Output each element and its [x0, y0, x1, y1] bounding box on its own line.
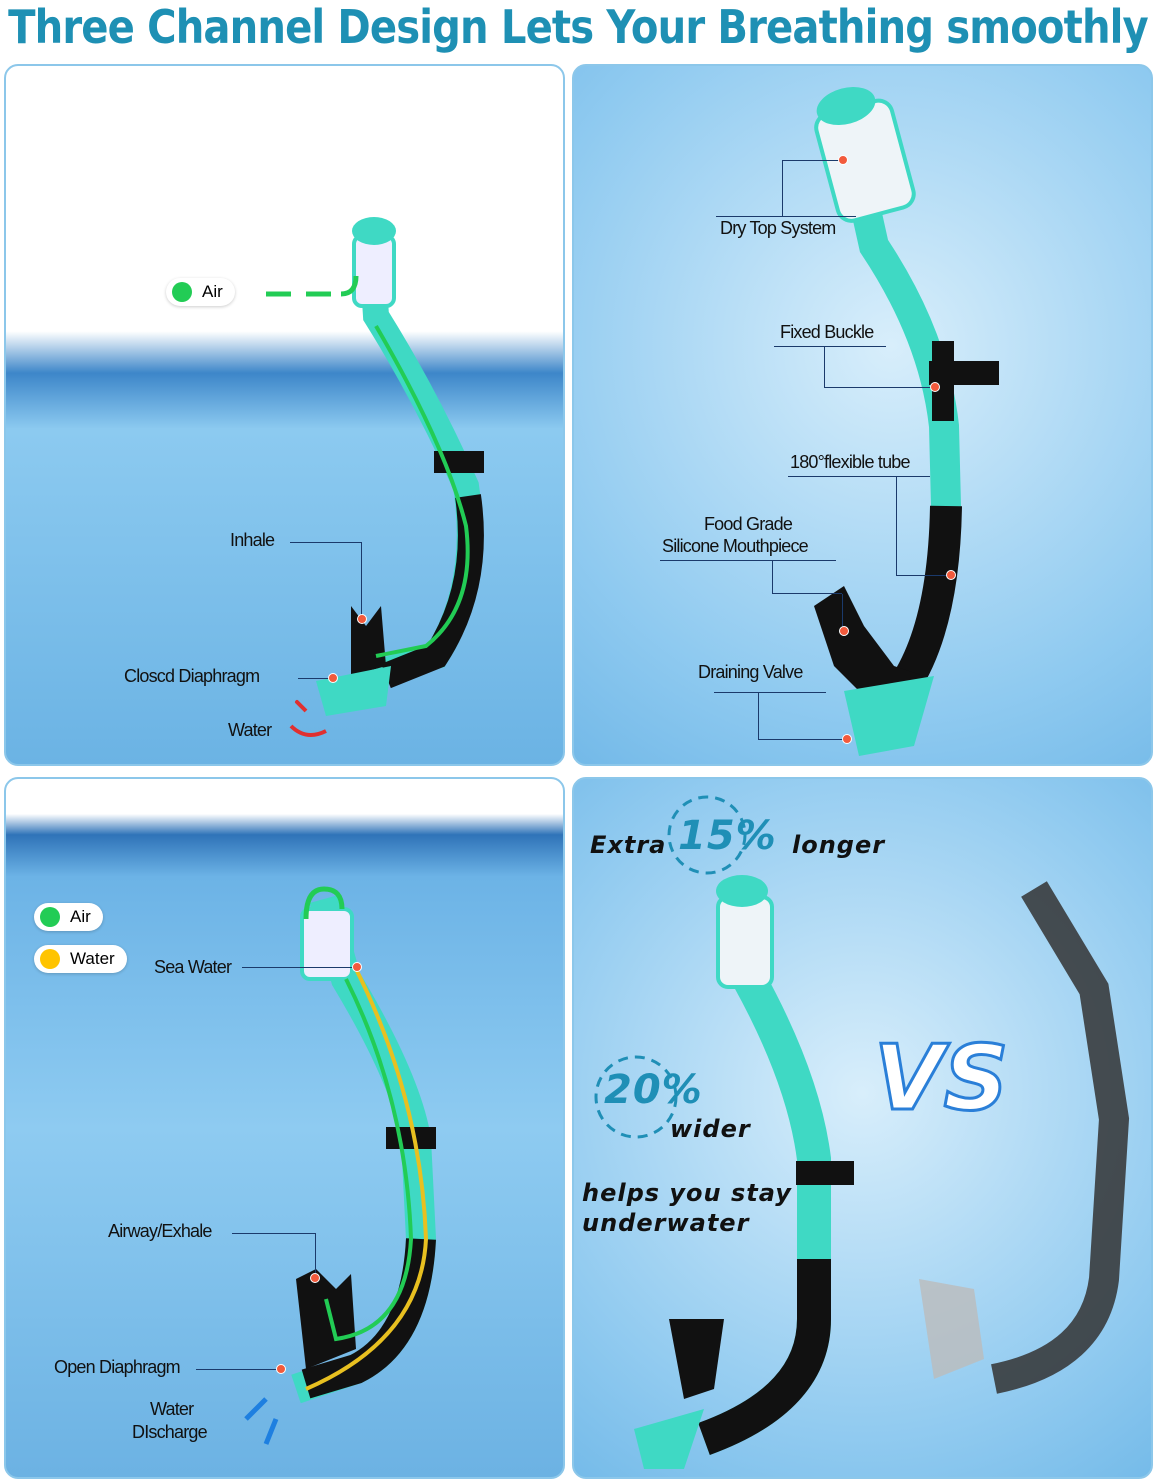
leader-line [842, 594, 843, 630]
label-inhale: Inhale [230, 530, 275, 550]
label-fixed-buckle: Fixed Buckle [780, 322, 874, 342]
label-dry-top: Dry Top System [720, 218, 836, 238]
marker-dot-icon [310, 1273, 320, 1283]
marker-dot-icon [839, 626, 849, 636]
marker-dot-icon [328, 673, 338, 683]
text-stay-1: helps you stay [582, 1179, 792, 1207]
air-dot-icon [172, 282, 192, 302]
snorkel-illustration [244, 886, 437, 1445]
label-mouthpiece-1: Food Grade [703, 514, 793, 534]
marker-dot-icon [357, 614, 367, 624]
leader-line [824, 346, 932, 388]
leader-line [782, 160, 842, 216]
legend-water-label: Water [70, 949, 115, 968]
text-extra: Extra [590, 831, 667, 859]
leader-line [660, 560, 836, 561]
leader-line [758, 692, 844, 740]
label-mouthpiece-2: Silicone Mouthpiece [662, 536, 809, 556]
label-draining-valve: Draining Valve [698, 662, 803, 682]
label-discharge-2: DIscharge [132, 1422, 208, 1442]
label-discharge-1: Water [150, 1399, 194, 1419]
marker-dot-icon [930, 382, 940, 392]
marker-dot-icon [276, 1364, 286, 1374]
text-stay-2: underwater [582, 1209, 750, 1237]
leader-line [896, 476, 948, 576]
leader-line [714, 692, 826, 693]
panel-comparison: VS Extra 15% longer 20% wider helps you … [572, 777, 1153, 1479]
snorkel-illustration [266, 217, 484, 737]
legend-air-label: Air [70, 907, 91, 926]
marker-dot-icon [946, 570, 956, 580]
air-dot-icon [40, 907, 60, 927]
panel-features: Dry Top System Fixed Buckle 180°flexible… [572, 64, 1153, 766]
text-wider-pct: 20% [604, 1067, 703, 1113]
legend-air-label: Air [202, 282, 223, 301]
leader-line [232, 1233, 316, 1273]
text-wider: wider [670, 1115, 751, 1143]
legend-air: Air [166, 278, 235, 306]
panel-open-diaphragm: Air Water Sea Water Airway/Exhale Open D… [4, 777, 565, 1479]
label-closed-diaphragm: Closcd Diaphragm [124, 666, 260, 686]
leader-line [298, 678, 332, 679]
label-sea-water: Sea Water [154, 957, 232, 977]
leader-line [772, 560, 842, 594]
panel-closed-diaphragm: Air Inhale Closcd Diaphragm Water [4, 64, 565, 766]
marker-dot-icon [352, 962, 362, 972]
label-airway: Airway/Exhale [108, 1221, 212, 1241]
legend-water: Water [34, 945, 127, 973]
label-open-diaphragm: Open Diaphragm [54, 1357, 181, 1377]
label-flexible-tube: 180°flexible tube [790, 452, 911, 472]
legend-air: Air [34, 903, 103, 931]
leader-line [196, 1369, 276, 1370]
page-title: Three Channel Design Lets Your Breathing… [8, 0, 1149, 54]
label-water: Water [228, 720, 272, 740]
text-extra-pct: 15% [678, 813, 777, 859]
leader-line [242, 967, 352, 968]
leader-line [774, 346, 886, 347]
leader-line [290, 542, 362, 620]
leader-line [788, 476, 930, 477]
snorkel-illustration [814, 86, 999, 756]
vs-graphic: VS [874, 1026, 1008, 1131]
water-dot-icon [40, 949, 60, 969]
text-longer: longer [792, 831, 886, 859]
leader-line [716, 216, 856, 217]
marker-dot-icon [838, 155, 848, 165]
snorkel-comparison-illustration: VS [594, 795, 1130, 1469]
marker-dot-icon [842, 734, 852, 744]
